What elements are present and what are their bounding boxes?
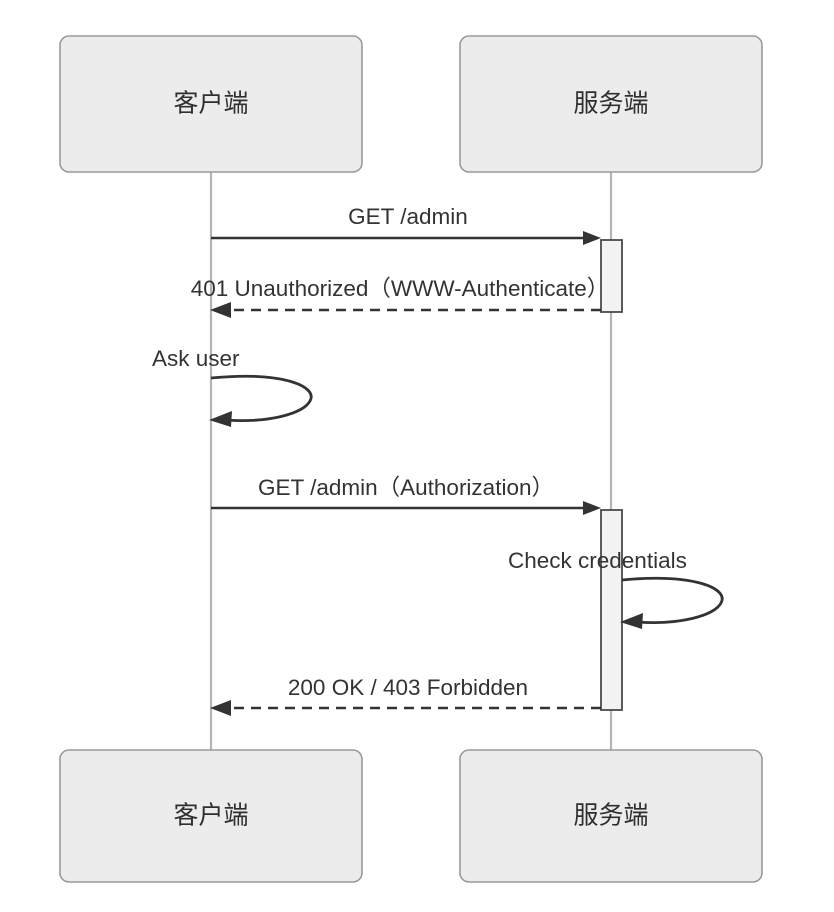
- message-label-check-credentials: Check credentials: [508, 548, 687, 573]
- message-get-admin[interactable]: GET /admin: [211, 204, 601, 245]
- self-loop-path-check-credentials: [621, 576, 724, 624]
- participant-label-client-bottom: 客户端: [173, 802, 248, 830]
- participant-client-top[interactable]: 客户端: [59, 35, 363, 173]
- arrowhead-right-get-admin-auth: [583, 501, 601, 515]
- participant-label-server-top: 服务端: [573, 90, 648, 118]
- message-check-credentials[interactable]: Check credentials: [508, 548, 724, 629]
- participant-box-client-bottom[interactable]: [59, 749, 363, 883]
- participant-box-server-top[interactable]: [459, 35, 763, 173]
- message-401-unauthorized[interactable]: 401 Unauthorized（WWW-Authenticate）: [191, 276, 610, 318]
- message-get-admin-auth[interactable]: GET /admin（Authorization）: [211, 475, 601, 515]
- arrowhead-left-200-ok-403-forbidden: [210, 700, 231, 716]
- arrowhead-ask-user: [209, 411, 232, 427]
- message-label-get-admin: GET /admin: [348, 204, 468, 229]
- activation-bar-server-1[interactable]: [600, 239, 623, 313]
- activations-layer: [600, 239, 623, 711]
- participant-box-client-top[interactable]: [59, 35, 363, 173]
- message-label-401-unauthorized: 401 Unauthorized（WWW-Authenticate）: [191, 276, 610, 301]
- arrowhead-left-401-unauthorized: [210, 302, 231, 318]
- participant-server-bottom[interactable]: 服务端: [459, 749, 763, 883]
- message-200-ok-403-forbidden[interactable]: 200 OK / 403 Forbidden: [210, 675, 601, 716]
- participant-server-top[interactable]: 服务端: [459, 35, 763, 173]
- activation-bar-server-2[interactable]: [600, 509, 623, 711]
- participant-client-bottom[interactable]: 客户端: [59, 749, 363, 883]
- message-label-get-admin-auth: GET /admin（Authorization）: [258, 475, 554, 500]
- message-ask-user[interactable]: Ask user: [152, 346, 313, 427]
- arrowhead-right-get-admin: [583, 231, 601, 245]
- participant-label-client-top: 客户端: [173, 90, 248, 118]
- participant-label-server-bottom: 服务端: [573, 802, 648, 830]
- message-label-ask-user: Ask user: [152, 346, 240, 371]
- arrowhead-check-credentials: [620, 613, 643, 629]
- lifelines-layer: [209, 172, 613, 752]
- self-loop-path-ask-user: [210, 374, 313, 422]
- message-label-200-ok-403-forbidden: 200 OK / 403 Forbidden: [288, 675, 528, 700]
- participant-box-server-bottom[interactable]: [459, 749, 763, 883]
